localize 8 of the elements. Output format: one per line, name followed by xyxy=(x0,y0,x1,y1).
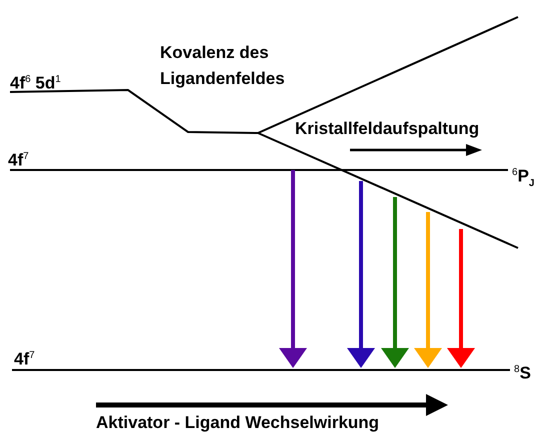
level-label: 4f$^{7}$ xyxy=(14,348,35,371)
annotation-text: Aktivator - Ligand Wechselwirkung xyxy=(96,412,380,434)
level-label: 4f$^{7}$ xyxy=(8,150,29,172)
term-symbol: $^{8}$S xyxy=(514,362,531,385)
term-symbol: $^{6}$P$_{J}$ xyxy=(512,166,534,192)
annotation-text: Kristallfeldaufspaltung xyxy=(295,118,480,140)
annotation-text: Kovalenz des Ligandenfeldes xyxy=(160,42,286,90)
level-label: 4f$^{6}$ 5d$^{1}$ xyxy=(10,72,61,95)
